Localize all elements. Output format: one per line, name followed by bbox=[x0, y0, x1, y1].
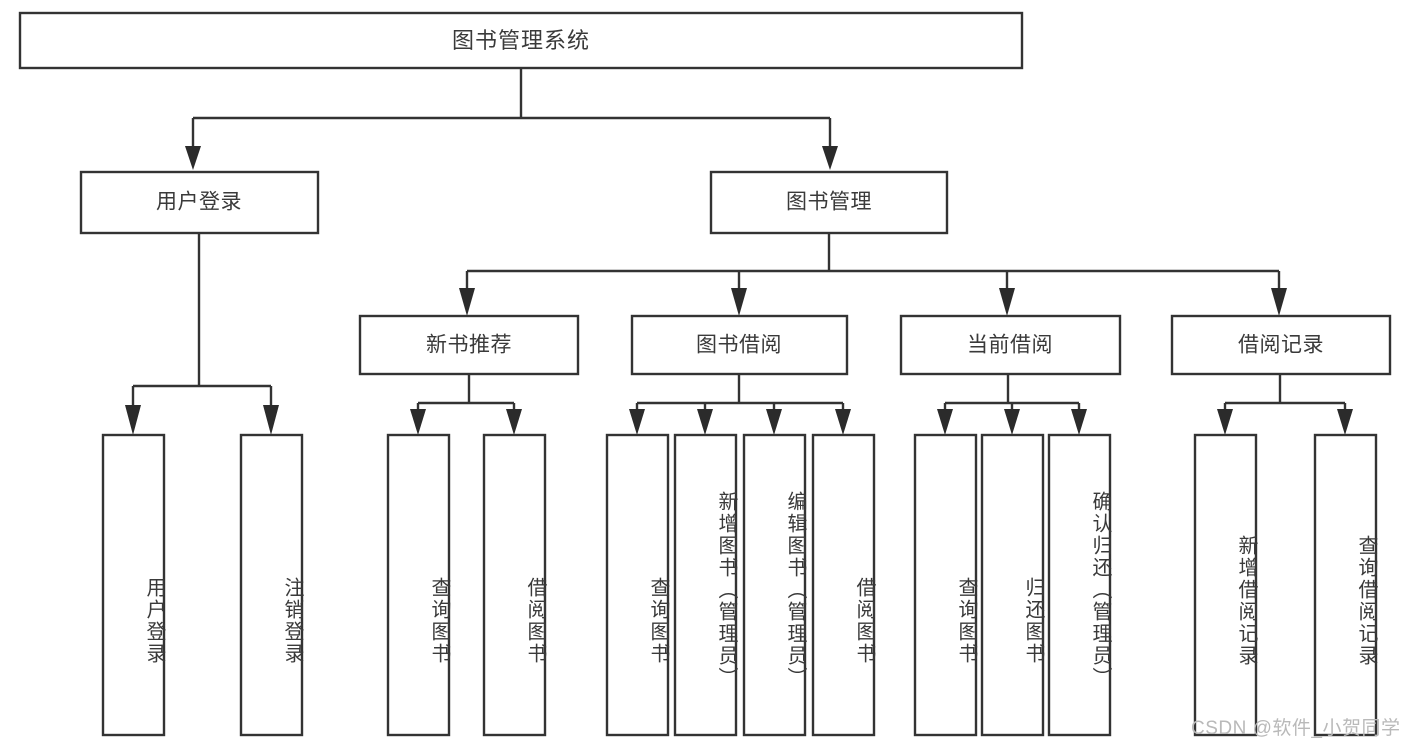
connector-userlogin-to-leaves bbox=[125, 233, 279, 435]
node-current-borrow[interactable]: 当前借阅 bbox=[899, 314, 1122, 376]
node-user-login[interactable]: 用户登录 bbox=[79, 170, 320, 235]
connector-bookmanage-to-children bbox=[459, 233, 1287, 316]
csdn-watermark: CSDN @软件_小贺同学 bbox=[1191, 718, 1401, 739]
node-book-manage[interactable]: 图书管理 bbox=[709, 170, 949, 235]
node-leaf-query-book-2[interactable] bbox=[605, 433, 670, 737]
node-new-book-rec[interactable]: 新书推荐 bbox=[358, 314, 580, 376]
node-leaf-query-book-1[interactable] bbox=[386, 433, 451, 737]
node-leaf-return-book[interactable] bbox=[980, 433, 1045, 737]
node-user-login-label: 用户登录 bbox=[156, 191, 242, 214]
node-leaf-query-book-3[interactable] bbox=[913, 433, 978, 737]
node-leaf-borrow-book-2[interactable] bbox=[811, 433, 876, 737]
node-borrow-record[interactable]: 借阅记录 bbox=[1170, 314, 1392, 376]
node-new-book-rec-label: 新书推荐 bbox=[426, 334, 512, 357]
node-leaf-add-book[interactable] bbox=[673, 433, 738, 737]
node-root[interactable]: 图书管理系统 bbox=[18, 11, 1024, 70]
connector-borrowrecord-to-leaves bbox=[1217, 374, 1353, 435]
connector-currentborrow-to-leaves bbox=[937, 374, 1087, 435]
node-leaf-borrow-book-1[interactable] bbox=[482, 433, 547, 737]
node-leaf-user-login[interactable] bbox=[101, 433, 166, 737]
node-book-manage-label: 图书管理 bbox=[786, 191, 872, 214]
node-leaf-edit-book[interactable] bbox=[742, 433, 807, 737]
node-leaf-add-record[interactable] bbox=[1193, 433, 1258, 737]
connector-newbook-to-leaves bbox=[410, 374, 522, 435]
node-current-borrow-label: 当前借阅 bbox=[967, 334, 1053, 357]
connector-bookborrow-to-leaves bbox=[629, 374, 851, 435]
node-leaf-query-record[interactable] bbox=[1313, 433, 1378, 737]
node-leaf-confirm-return[interactable] bbox=[1047, 433, 1112, 737]
connector-root-to-level2 bbox=[185, 68, 838, 170]
node-root-label: 图书管理系统 bbox=[452, 28, 590, 53]
node-borrow-record-label: 借阅记录 bbox=[1238, 334, 1324, 357]
leaf-box-group bbox=[101, 433, 1378, 737]
node-book-borrow-label: 图书借阅 bbox=[696, 334, 782, 357]
node-leaf-logout[interactable] bbox=[239, 433, 304, 737]
node-book-borrow[interactable]: 图书借阅 bbox=[630, 314, 849, 376]
